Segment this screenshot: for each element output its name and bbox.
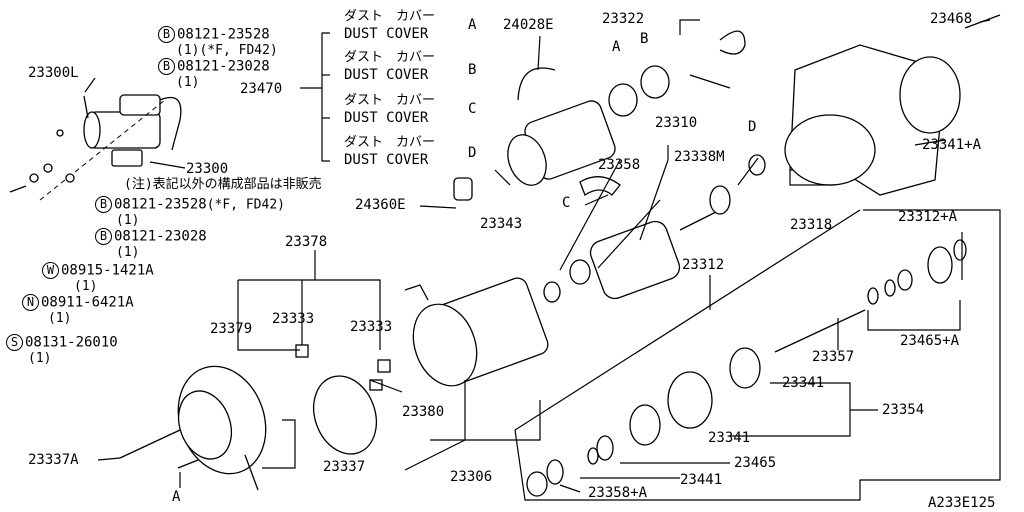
callout-23318: 23318: [790, 217, 833, 233]
letter-a-bottom: A: [172, 489, 181, 505]
rear-cover: [119, 365, 267, 491]
callout-23465: 23465: [734, 455, 777, 471]
assembly-outline: [514, 209, 1001, 501]
brush-holder: [295, 344, 391, 455]
callout-23306: 23306: [450, 469, 493, 485]
fastener-3-qty: (1): [116, 213, 140, 228]
gear-housing: [784, 14, 1001, 196]
callout-23343: 23343: [480, 216, 523, 232]
fastener-7-qty: (1): [28, 351, 52, 366]
dust-cover-d: [748, 154, 766, 176]
callout-23310: 23310: [655, 115, 698, 131]
spring: [719, 30, 746, 55]
lever-bolt: [689, 74, 731, 89]
armature: [543, 185, 731, 303]
callout-23333-right: 23333: [350, 319, 393, 335]
pinion-parts: [526, 239, 967, 497]
callout-23337: 23337: [323, 459, 366, 475]
note-not-sold-separately: (注)表記以外の構成部品は非販売: [124, 177, 322, 192]
callout-23338M: 23338M: [674, 149, 725, 165]
callout-23337A: 23337A: [28, 452, 79, 468]
callout-23322: 23322: [602, 11, 645, 27]
fastener-2-qty: (1): [176, 75, 200, 90]
callout-23380: 23380: [402, 404, 445, 420]
solenoid: [453, 67, 616, 201]
callout-23300L: 23300L: [28, 65, 79, 81]
callout-23333-left: 23333: [272, 311, 315, 327]
small-bolts: [9, 95, 89, 193]
callout-23341A: 23341+A: [922, 137, 982, 153]
letter-d: D: [748, 119, 757, 135]
fastener-1-qty: (1)(*F, FD42): [176, 43, 278, 58]
callout-23300: 23300: [186, 161, 229, 177]
callout-23341-upper: 23341: [782, 375, 825, 391]
callout-23341-lower: 23341: [708, 430, 751, 446]
dust-cover-c: [579, 176, 621, 196]
callout-24028E: 24028E: [503, 17, 554, 33]
callout-23470: 23470: [240, 81, 283, 97]
callout-23465A: 23465+A: [900, 333, 960, 349]
fastener-5-qty: (1): [74, 279, 98, 294]
leader-lines: [84, 19, 991, 493]
dust-cover-a: [608, 83, 638, 117]
letter-a-top: A: [612, 39, 621, 55]
callout-23378: 23378: [285, 234, 328, 250]
callout-23312A: 23312+A: [898, 209, 958, 225]
starter-assembly-small: [39, 94, 182, 201]
yoke: [404, 277, 549, 387]
callout-23312: 23312: [682, 257, 725, 273]
fastener-6-qty: (1): [48, 311, 72, 326]
letter-c: C: [562, 195, 571, 211]
callout-24360E: 24360E: [355, 197, 406, 213]
callout-23357: 23357: [812, 349, 855, 365]
callout-23441: 23441: [680, 472, 723, 488]
dust-cover-b: [640, 65, 670, 99]
fastener-4-qty: (1): [116, 245, 140, 260]
callout-23468: 23468: [930, 11, 973, 27]
callout-23379: 23379: [210, 321, 253, 337]
callout-23358: 23358: [598, 157, 641, 173]
callout-23354: 23354: [882, 402, 925, 418]
callout-23358A: 23358+A: [588, 485, 648, 501]
figure-code: A233E125: [928, 495, 996, 511]
letter-b-top: B: [640, 31, 649, 47]
